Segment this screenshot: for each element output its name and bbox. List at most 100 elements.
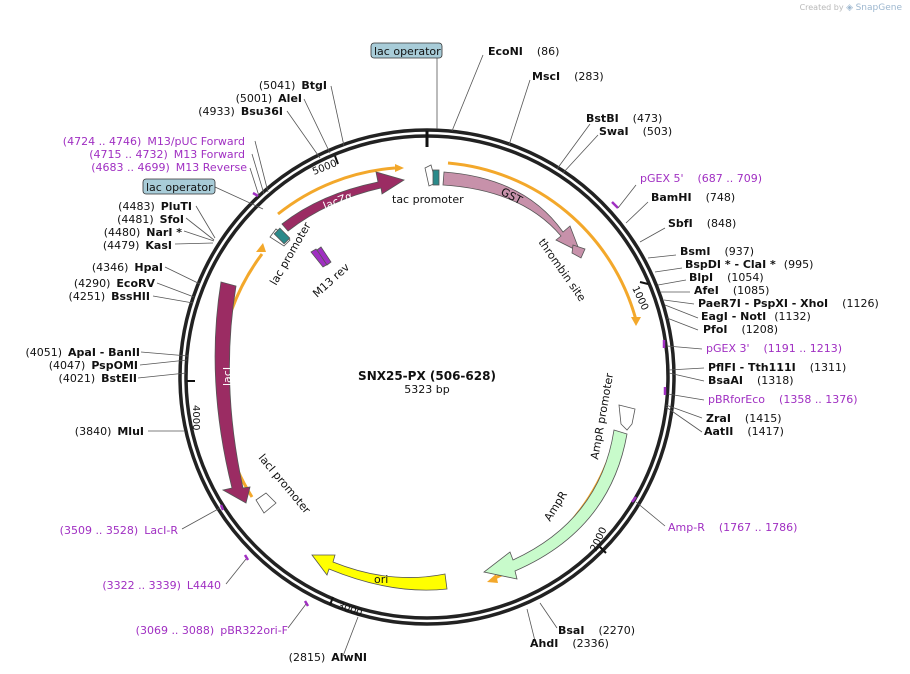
site-mlui: (3840)MluI [75, 425, 144, 438]
feature-ampr-label: AmpR [542, 489, 571, 524]
leader-laci-r [181, 507, 221, 530]
orf-arrowhead-laci [256, 243, 266, 252]
feature-laci-promoter [255, 492, 277, 514]
feature-m13rev-label: M13 rev [310, 260, 352, 300]
feature-ampr-promoter [618, 404, 636, 431]
site-afei: AfeI(1085) [694, 284, 769, 297]
leader-paer7i [663, 299, 695, 305]
sites-left: (5041)BtgI (5001)AleI (4933)Bsu36I (4483… [25, 79, 367, 664]
tick-label-5000: 5000 [311, 158, 339, 178]
site-pspomi: (4047)PspOMI [49, 359, 138, 372]
orf-arc-laczalpha [277, 166, 396, 216]
leader-hpai [164, 266, 201, 285]
primer-m13-forward: (4715 .. 4732)M13 Forward [89, 148, 245, 161]
leader-bsai [539, 602, 558, 629]
primer-pgex3: pGEX 3'(1191 .. 1213) [706, 342, 842, 355]
feature-laczalpha [281, 171, 405, 232]
site-kasi: (4479)KasI [103, 239, 172, 252]
backbone [178, 128, 676, 626]
leader-aatii [665, 406, 703, 433]
primer-amp-r: Amp-R(1767 .. 1786) [668, 521, 797, 534]
feature-thrombin-site [571, 244, 586, 259]
site-bsmi: BsmI(937) [680, 245, 754, 258]
feature-lac-operator-1 [432, 169, 440, 186]
leader-bstbi [556, 123, 591, 170]
primer-pbrforeco: pBRforEco(1358 .. 1376) [708, 393, 858, 406]
primer-l4440: (3322 .. 3339)L4440 [102, 579, 221, 592]
site-bsshii: (4251)BssHII [69, 290, 150, 303]
site-bstbi: BstBI(473) [586, 112, 662, 125]
site-blpi: BlpI(1054) [689, 271, 764, 284]
leader-alwni [342, 616, 359, 657]
leader-pbrforeco [667, 393, 705, 401]
primer-mark-pbr322ori [303, 600, 310, 607]
primer-pbr322ori-f: (3069 .. 3088)pBR322ori-F [136, 624, 288, 637]
primer-mark-m13 [252, 191, 259, 198]
sites-right: EcoNI(86) MscI(283) BstBI(473) SwaI(503)… [488, 45, 879, 650]
site-eagi-noti: EagI - NotI(1132) [701, 310, 811, 323]
site-sbfi: SbfI(848) [668, 217, 736, 230]
tick-2000 [599, 546, 607, 554]
leader-blpi [657, 279, 687, 286]
site-nari: (4480)NarI * [104, 226, 183, 239]
site-paer7i-pspxi-xhoi: PaeR7I - PspXI - XhoI(1126) [698, 297, 879, 310]
leader-lines [137, 54, 705, 657]
site-swai: SwaI(503) [599, 125, 672, 138]
feature-laci-label: lacI [221, 367, 234, 386]
leader-l4440 [225, 558, 247, 585]
feature-laczalpha-label: lacZα [321, 189, 354, 213]
site-apai-banii: (4051)ApaI - BanII [25, 346, 140, 359]
site-zrai: ZraI(1415) [706, 412, 782, 425]
leader-ahdi [526, 608, 536, 642]
site-bsaai: BsaAI(1318) [708, 374, 794, 387]
primer-pgex5: pGEX 5'(687 .. 709) [640, 172, 762, 185]
orf-arc-gst [447, 161, 638, 321]
plasmid-name: SNX25-PX (506-628) [358, 369, 496, 383]
lac-operator-label-2: lac operator [146, 181, 213, 194]
feature-ori [311, 554, 448, 591]
tick-label-3000: 3000 [336, 600, 364, 619]
leader-m13-reverse [249, 167, 260, 197]
leader-bsshii [152, 295, 194, 304]
leader-bsteii [137, 372, 187, 379]
site-alwni: (2815)AlwNI [289, 651, 367, 664]
leader-btgi [330, 85, 345, 147]
leader-sbfi [639, 227, 666, 243]
leader-bspdi [654, 267, 683, 273]
orf-arrowhead-laczalpha [395, 164, 404, 172]
site-econi: EcoNI(86) [488, 45, 559, 58]
leader-msci [508, 79, 531, 146]
site-msci: MscI(283) [532, 70, 604, 83]
leader-pgex3 [666, 345, 703, 350]
lac-operator-label-1: lac operator [374, 45, 441, 58]
site-alei: (5001)AleI [236, 92, 302, 105]
site-hpai: (4346)HpaI [92, 261, 163, 274]
leader-bsaai [668, 372, 705, 382]
site-aatii: AatII(1417) [704, 425, 784, 438]
snapgene-label: SnapGene [855, 3, 902, 13]
leader-alei [303, 98, 331, 154]
primer-m13-puc-forward: (4724 .. 4746)M13/pUC Forward [63, 135, 245, 148]
leader-apai [140, 351, 189, 357]
feature-lac-promoter-label: lac promoter [267, 220, 314, 288]
leader-pluti [195, 205, 216, 239]
snapgene-logo-icon: ◈ [846, 3, 854, 13]
backbone-outer [178, 128, 676, 626]
leader-sfoi [185, 217, 215, 241]
plasmid-length: 5323 bp [404, 383, 449, 396]
orf-arrowhead-gst [631, 317, 641, 326]
site-bsai: BsaI(2270) [558, 624, 635, 637]
leader-pgex5 [617, 184, 637, 209]
primer-laci-r: (3509 .. 3528)LacI-R [60, 524, 179, 537]
leader-bamhi [625, 201, 649, 224]
site-bspdi-clai: BspDI * - ClaI *(995) [685, 258, 813, 271]
lac-operator-box-1 [370, 42, 443, 59]
feature-m13rev-2 [316, 246, 332, 266]
leader-pspomi [139, 359, 188, 366]
leader-zrai [665, 404, 703, 419]
site-sfoi: (4481)SfoI [117, 213, 184, 226]
lac-operator-box-2 [142, 178, 216, 195]
leader-nari [183, 230, 215, 242]
leader-swai [562, 134, 599, 174]
